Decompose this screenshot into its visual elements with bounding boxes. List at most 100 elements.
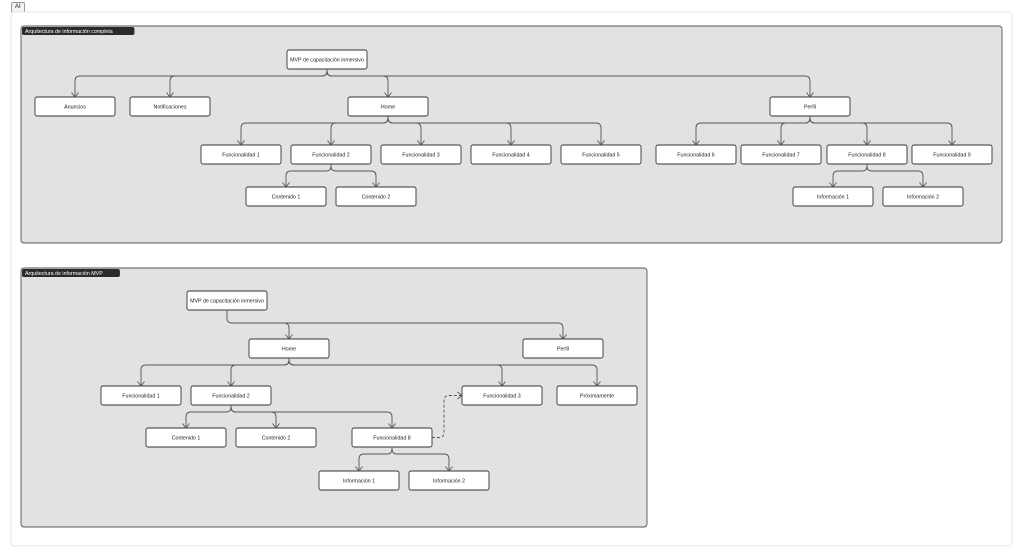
connector-line: [330, 164, 377, 187]
arrow-head: [445, 466, 453, 472]
node-label: Funcionalidad 7: [762, 153, 799, 159]
arrow-head: [507, 140, 515, 146]
node-label: Próximamente: [580, 394, 614, 400]
node-label: Funcionalidad 2: [212, 394, 249, 400]
node-complete-perfil[interactable]: Perfil: [769, 96, 851, 117]
connector-complete-func8: [829, 164, 868, 188]
node-label: Información 1: [343, 479, 375, 485]
arrow-head: [166, 92, 174, 98]
arrow-head: [948, 140, 956, 146]
node-label: Home: [282, 347, 296, 353]
node-complete-contenido-2[interactable]: Contenido 2: [335, 186, 417, 207]
arrow-head: [285, 334, 293, 340]
arrow-head: [593, 381, 601, 387]
node-complete-mvp-de-capacitacion-inmersivo[interactable]: MVP de capacitación inmersivo: [286, 49, 368, 70]
arrow-head: [272, 423, 280, 429]
node-complete-contenido-1[interactable]: Contenido 1: [245, 186, 327, 207]
node-mvp-home[interactable]: Home: [248, 338, 330, 359]
node-mvp-funcionalidad-3[interactable]: Funcionalidad 3: [461, 385, 543, 406]
node-mvp-funcionalidad-1[interactable]: Funcionalidad 1: [100, 385, 182, 406]
node-label: Información 2: [907, 195, 939, 201]
connector-complete-func2: [282, 164, 332, 188]
connector-line: [387, 116, 602, 145]
connector-complete-home: [327, 116, 389, 146]
node-label: Funcionalidad 5: [582, 153, 619, 159]
connector-mvp-home: [288, 358, 601, 387]
connector-mvp-dashed-link: [432, 391, 463, 438]
connector-complete-root: [166, 69, 328, 98]
node-complete-funcionalidad-4[interactable]: Funcionalidad 4: [470, 144, 552, 165]
node-complete-funcionalidad-1[interactable]: Funcionalidad 1: [200, 144, 282, 165]
complete-frame-bg: [20, 25, 1003, 244]
arrow-head: [863, 140, 871, 146]
node-label: MVP de capacitación inmersivo: [290, 58, 364, 64]
node-mvp-mvp-de-capacitacion-inmersivo[interactable]: MVP de capacitación inmersivo: [186, 290, 268, 311]
node-complete-informacion-1[interactable]: Información 1: [792, 186, 874, 207]
node-label: Contenido 2: [262, 436, 291, 442]
connector-complete-root: [326, 69, 814, 98]
node-label: Contenido 1: [272, 195, 301, 201]
connector-line: [432, 395, 462, 438]
node-label: Funcionalidad 3: [402, 153, 439, 159]
node-label: Contenido 1: [172, 436, 201, 442]
arrow-head: [692, 140, 700, 146]
node-label: Funcionalidad 8: [373, 436, 410, 442]
connector-line: [391, 447, 450, 471]
node-mvp-informacion-1[interactable]: Información 1: [318, 470, 400, 491]
connector-line: [358, 447, 393, 471]
node-label: Funcionalidad 9: [933, 153, 970, 159]
arrow-head: [829, 182, 837, 188]
arrow-head: [597, 140, 605, 146]
node-complete-funcionalidad-8[interactable]: Funcionalidad 8: [826, 144, 908, 165]
node-label: Funcionalidad 6: [677, 153, 714, 159]
node-mvp-perfil[interactable]: Perfil: [522, 338, 604, 359]
node-complete-notificaciones[interactable]: Notificaciones: [129, 96, 211, 117]
node-mvp-proximamente[interactable]: Próximamente: [556, 385, 638, 406]
node-complete-home[interactable]: Home: [347, 96, 429, 117]
node-complete-funcionalidad-3[interactable]: Funcionalidad 3: [380, 144, 462, 165]
node-mvp-contenido-2[interactable]: Contenido 2: [235, 427, 317, 448]
node-complete-funcionalidad-7[interactable]: Funcionalidad 7: [740, 144, 822, 165]
node-mvp-funcionalidad-8[interactable]: Funcionalidad 8: [351, 427, 433, 448]
node-label: Funcionalidad 2: [312, 153, 349, 159]
arrow-head: [227, 381, 235, 387]
node-complete-anuncios[interactable]: Anuncios: [34, 96, 116, 117]
connector-line: [283, 322, 290, 339]
mvp-frame-title: Arquitectura de información MVP: [25, 271, 103, 277]
arrow-head: [237, 140, 245, 146]
mvp-frame[interactable]: Arquitectura de información MVP: [20, 267, 648, 528]
node-complete-funcionalidad-5[interactable]: Funcionalidad 5: [560, 144, 642, 165]
node-complete-funcionalidad-9[interactable]: Funcionalidad 9: [911, 144, 993, 165]
connector-line: [809, 116, 953, 145]
node-label: Información 1: [817, 195, 849, 201]
mvp-frame-bg: [20, 267, 648, 528]
node-complete-informacion-2[interactable]: Información 2: [882, 186, 964, 207]
connector-line: [285, 164, 332, 187]
arrow-head: [388, 423, 396, 429]
arrow-head: [282, 182, 290, 188]
arrow-head: [806, 92, 814, 98]
connector-line: [226, 310, 564, 339]
complete-frame[interactable]: Arquitectura de información completa: [20, 25, 1003, 244]
mvp-frame-title-bg: [22, 269, 120, 277]
node-label: Funcionalidad 1: [222, 153, 259, 159]
connector-line: [230, 405, 393, 428]
node-mvp-informacion-2[interactable]: Información 2: [408, 470, 490, 491]
connector-line: [866, 164, 924, 187]
connector-complete-func2: [330, 164, 380, 188]
complete-frame-title: Arquitectura de información completa: [25, 29, 113, 35]
node-mvp-contenido-1[interactable]: Contenido 1: [145, 427, 227, 448]
connector-complete-perfil: [809, 116, 956, 146]
arrow-head: [355, 466, 363, 472]
arrow-head: [137, 381, 145, 387]
connector-complete-func8: [866, 164, 927, 188]
arrow-head: [498, 381, 506, 387]
connector-line: [780, 116, 811, 145]
node-complete-funcionalidad-2[interactable]: Funcionalidad 2: [290, 144, 372, 165]
node-complete-funcionalidad-6[interactable]: Funcionalidad 6: [655, 144, 737, 165]
node-label: Home: [381, 105, 395, 111]
complete-frame-title-bg: [22, 27, 135, 35]
node-mvp-funcionalidad-2[interactable]: Funcionalidad 2: [190, 385, 272, 406]
node-label: MVP de capacitación inmersivo: [190, 299, 264, 305]
